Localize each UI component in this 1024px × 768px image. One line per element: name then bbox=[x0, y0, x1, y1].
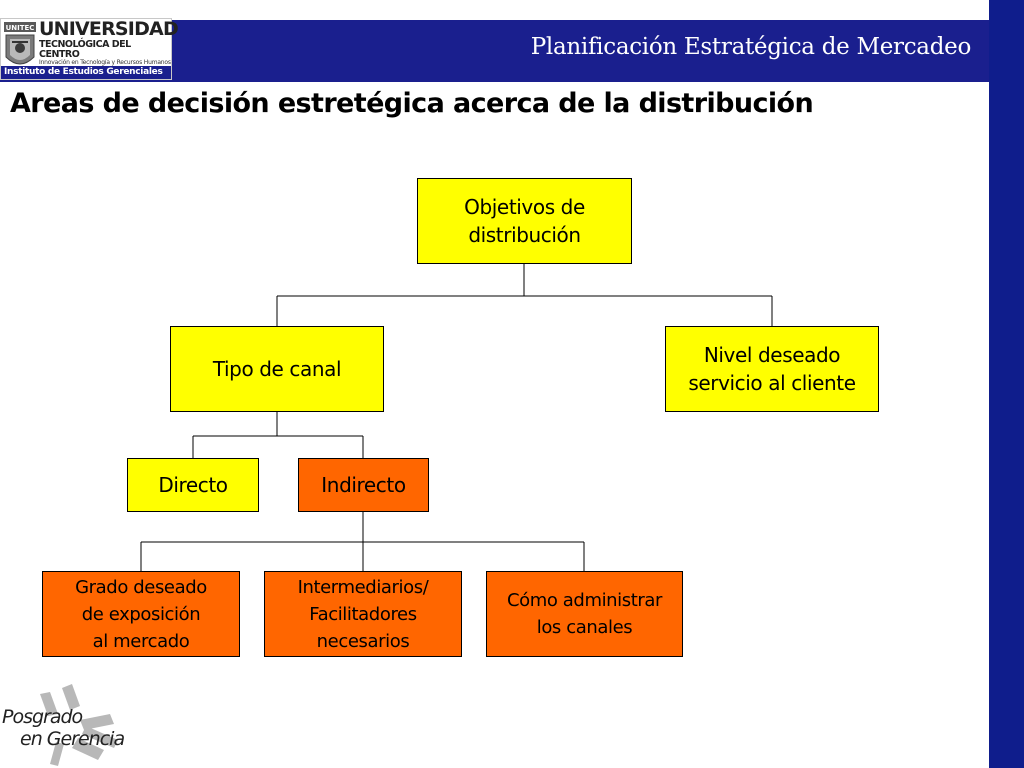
node-grado-exposicion: Grado deseado de exposición al mercado bbox=[42, 571, 240, 657]
logo-university-subname: TECNOLÓGICA DEL CENTRO bbox=[39, 39, 131, 60]
logo-institute-strip: Instituto de Estudios Gerenciales bbox=[1, 66, 171, 79]
node-tipo-canal: Tipo de canal bbox=[170, 326, 384, 412]
posgrado-line1: Posgrado bbox=[2, 706, 83, 728]
posgrado-logo: Posgrado en Gerencia bbox=[0, 680, 135, 768]
posgrado-text: Posgrado en Gerencia bbox=[2, 706, 125, 750]
node-indirecto: Indirecto bbox=[298, 458, 429, 512]
node-intermediarios: Intermediarios/ Facilitadores necesarios bbox=[264, 571, 462, 657]
diagram-connectors bbox=[140, 264, 773, 571]
node-nivel-servicio: Nivel deseado servicio al cliente bbox=[665, 326, 879, 412]
right-decorative-band bbox=[989, 0, 1024, 768]
node-como-administrar: Cómo administrar los canales bbox=[486, 571, 683, 657]
node-como-administrar-label: Cómo administrar los canales bbox=[506, 590, 663, 638]
logo-university-name: UNIVERSIDAD bbox=[39, 18, 179, 40]
logo-tagline: Innovación en Tecnología y Recursos Huma… bbox=[39, 59, 171, 66]
presentation-title: Planificación Estratégica de Mercadeo bbox=[530, 34, 972, 60]
node-directo: Directo bbox=[127, 458, 259, 512]
logo-text-block: UNIVERSIDAD TECNOLÓGICA DEL CENTRO Innov… bbox=[39, 18, 179, 66]
node-objetivos-label: Objetivos de distribución bbox=[464, 195, 585, 247]
node-intermediarios-label: Intermediarios/ Facilitadores necesarios bbox=[297, 576, 429, 652]
node-nivel-servicio-label: Nivel deseado servicio al cliente bbox=[688, 343, 856, 395]
node-grado-exposicion-label: Grado deseado de exposición al mercado bbox=[75, 576, 207, 652]
posgrado-swirl-icon bbox=[40, 684, 118, 766]
slide-title: Areas de decisión estretégica acerca de … bbox=[10, 88, 814, 119]
node-indirecto-label: Indirecto bbox=[321, 473, 406, 497]
posgrado-line2: en Gerencia bbox=[20, 728, 125, 750]
node-directo-label: Directo bbox=[158, 473, 228, 497]
distribution-decision-diagram: Objetivos de distribución Tipo de canal … bbox=[42, 178, 879, 657]
emblem-label: UNITEC bbox=[6, 24, 35, 32]
university-logo: UNITEC UNIVERSIDAD TECNOLÓGICA DEL CENTR… bbox=[0, 18, 179, 80]
node-tipo-canal-label: Tipo de canal bbox=[212, 357, 342, 381]
node-objetivos-distribucion: Objetivos de distribución bbox=[417, 178, 632, 264]
